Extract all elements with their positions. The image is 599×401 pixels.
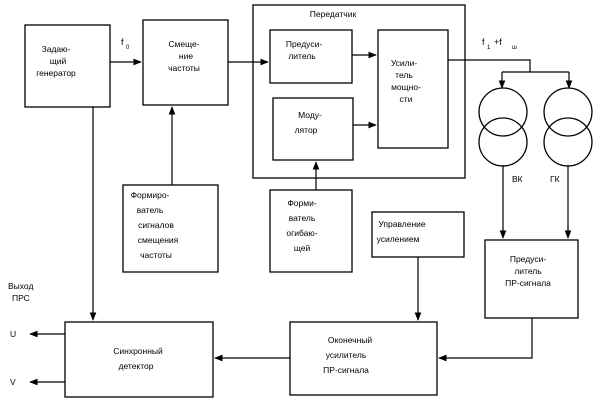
coil-right: [543, 87, 593, 167]
output-header-line-1: Выход: [8, 281, 33, 291]
signal-f1-symbol: f: [482, 37, 485, 47]
gain-control-line-2: усилением: [377, 234, 420, 244]
master-generator-line-1: Задаю-: [42, 44, 71, 54]
outputs: Выход ПРС U V: [8, 281, 33, 387]
master-generator-line-3: генератор: [36, 68, 76, 78]
ir-preamp-line-3: ПР-сигнала: [505, 278, 551, 288]
power-amp-line-2: тель: [395, 70, 413, 80]
signal-sum: f 1 +f ш: [482, 37, 517, 51]
sync-detector-line-1: Синхронный: [113, 346, 163, 356]
output-v-label: V: [10, 377, 16, 387]
box-transmitter: Передатчик: [252, 4, 466, 179]
preamp-line-2: литель: [288, 51, 316, 61]
shift-former-line-1: Формиро-: [131, 190, 170, 200]
coil-right-label: ГК: [550, 174, 560, 184]
output-u-label: U: [10, 329, 16, 339]
master-generator-line-2: щий: [50, 56, 67, 66]
ir-preamp-line-1: Предуси-: [510, 254, 546, 264]
signal-f0-symbol: f: [121, 37, 124, 47]
shift-former-line-5: частоты: [140, 250, 172, 260]
preamp-line-1: Предуси-: [286, 39, 322, 49]
signal-f2-subscript: ш: [512, 45, 517, 51]
box-frequency-shift: Смеще-ние частоты: [142, 19, 229, 106]
sync-detector-line-2: детектор: [119, 361, 154, 371]
modulator-line-1: Моду-: [298, 110, 322, 120]
gain-control-line-1: Управление: [378, 219, 426, 229]
modulator-line-2: лятор: [295, 125, 318, 135]
signal-plus-f: +f: [494, 37, 502, 47]
envelope-former-line-3: огибаю-: [286, 228, 317, 238]
transmitter-title: Передатчик: [310, 9, 357, 19]
coil-left: [478, 87, 528, 167]
output-header-line-2: ПРС: [12, 293, 30, 303]
svg-text:Предуси-литель: Предуси-литель: [286, 39, 322, 61]
final-amp-line-2: усилитель: [326, 350, 367, 360]
box-power-amp: Усили-тель мощно-сти: [377, 29, 449, 149]
frequency-shift-line-1: Смеще-: [168, 39, 199, 49]
ir-preamp-line-2: литель: [514, 266, 542, 276]
box-sync-detector: Синхронный детектор: [64, 321, 214, 398]
shift-former-line-2: ватель: [137, 205, 164, 215]
envelope-former-line-2: ватель: [289, 213, 316, 223]
envelope-former-line-1: Форми-: [287, 198, 317, 208]
signal-f1-subscript: 1: [487, 45, 491, 51]
signal-f0: f 0: [121, 37, 130, 51]
box-preamp: Предуси-литель: [269, 29, 353, 84]
coil-left-label: ВК: [512, 174, 523, 184]
frequency-shift-line-3: частоты: [168, 63, 200, 73]
power-amp-line-1: Усили-: [391, 58, 418, 68]
connections: [29, 51, 573, 386]
final-amp-line-3: ПР-сигнала: [323, 365, 369, 375]
box-envelope-former: Форми-ватель огибаю-щей: [269, 189, 353, 273]
shift-former-line-3: сигналов: [138, 220, 174, 230]
final-amp-line-1: Оконечный: [328, 335, 373, 345]
power-amp-line-3: мощно-: [391, 82, 421, 92]
box-gain-control: Управление усилением: [371, 211, 465, 258]
box-shift-signal-former: Формиро-ватель сигналов смещения частоты: [122, 184, 219, 273]
frequency-shift-line-2: ние: [179, 51, 193, 61]
signal-f0-subscript: 0: [126, 45, 130, 51]
box-modulator: Моду-лятор: [272, 97, 354, 161]
envelope-former-line-4: щей: [294, 243, 311, 253]
svg-text:Моду-лятор: Моду-лятор: [295, 110, 322, 135]
power-amp-line-4: сти: [400, 94, 413, 104]
shift-former-line-4: смещения: [138, 235, 179, 245]
box-master-generator: Задаю-щий генератор: [24, 24, 111, 108]
